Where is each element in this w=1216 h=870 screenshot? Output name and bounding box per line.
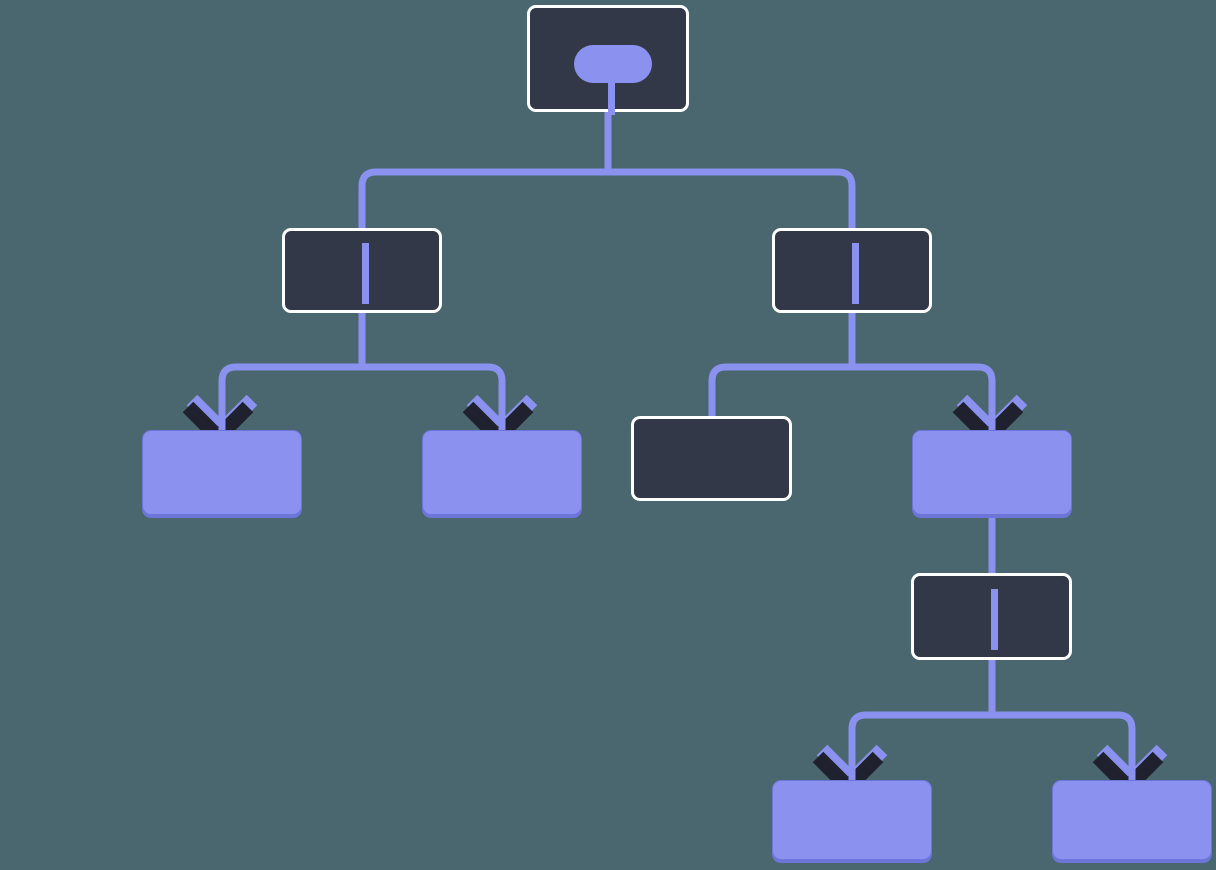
leaf-node-d[interactable] [1052,780,1212,860]
group-node-purple[interactable] [912,430,1072,515]
edge-root-to-right [358,168,608,228]
terminal-node-dark[interactable] [631,416,792,501]
leaf-node-b[interactable] [422,430,582,515]
node-inner-stub [608,64,615,115]
node-inner-connector-line [362,243,369,304]
edge-root-to-left [608,168,856,228]
edge-left-to-a [218,363,362,438]
branch-node-left[interactable] [282,228,442,313]
node-inner-connector-line [991,589,998,650]
edge-sub-to-f [992,711,1136,788]
sub-branch-node[interactable] [911,573,1072,660]
leaf-node-c[interactable] [772,780,932,860]
edge-right-to-d [852,363,996,438]
edge-sub-to-e [848,711,992,788]
root-node[interactable] [527,5,689,115]
node-inner-connector-line [852,243,859,304]
branch-node-right[interactable] [772,228,932,313]
edge-left-to-b [362,363,506,438]
edge-right-to-c [708,363,852,416]
leaf-node-a[interactable] [142,430,302,515]
